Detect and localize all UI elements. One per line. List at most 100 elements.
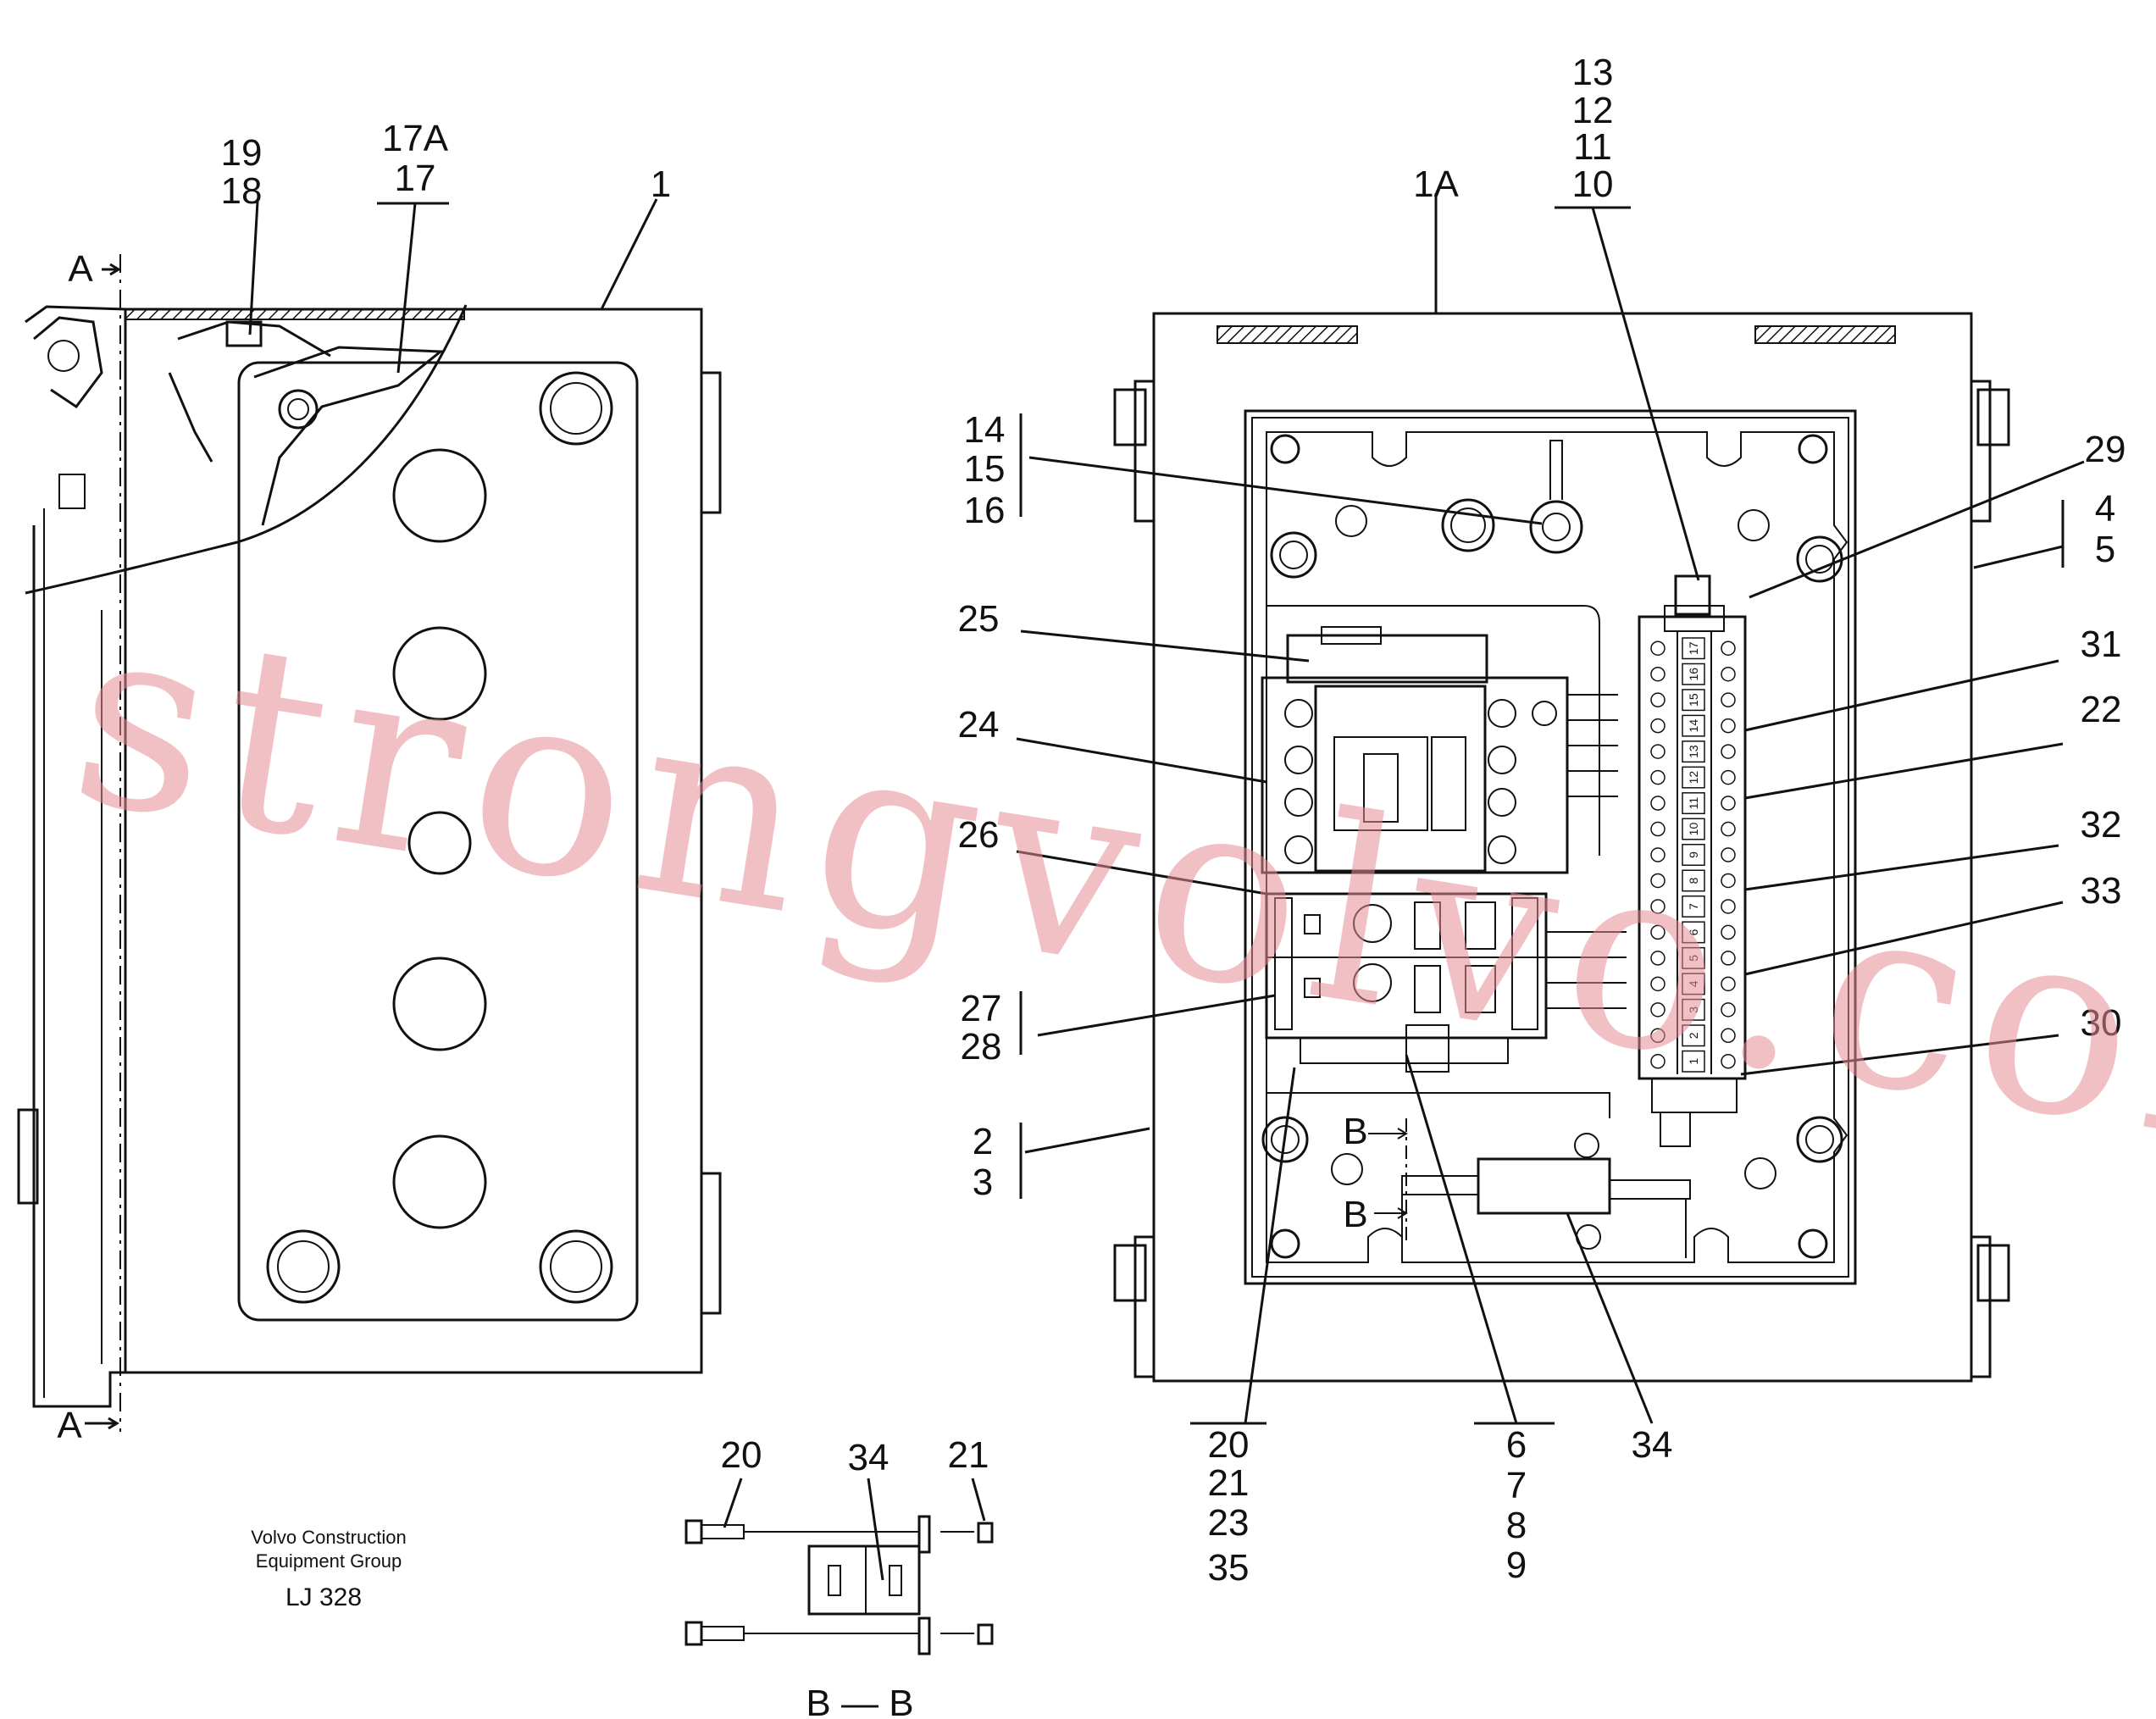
- detail-callout-20: 20: [721, 1434, 762, 1476]
- section-a-top: A: [68, 248, 93, 290]
- terminal-number: 4: [1687, 980, 1700, 987]
- terminal-block: [1638, 574, 1747, 1147]
- terminal-number: 17: [1687, 641, 1700, 655]
- callout-18: 18: [221, 170, 263, 212]
- terminal-cell: [1682, 818, 1705, 840]
- terminal-screw: [1650, 847, 1665, 862]
- terminal-number: 13: [1687, 745, 1700, 758]
- callout-35: 35: [1208, 1547, 1250, 1589]
- callout-28: 28: [961, 1026, 1002, 1067]
- terminal-number: 5: [1687, 955, 1700, 962]
- callout-2: 2: [973, 1121, 993, 1162]
- terminal-screw: [1721, 1028, 1736, 1044]
- callout-10: 10: [1572, 164, 1614, 205]
- callout-13: 13: [1572, 52, 1614, 93]
- terminal-cell: [1682, 1050, 1705, 1073]
- terminal-screw: [1721, 744, 1736, 759]
- callout-1: 1: [651, 164, 671, 205]
- terminal-screw: [1650, 899, 1665, 914]
- terminal-screw: [1721, 873, 1736, 889]
- callout-4: 4: [2095, 488, 2115, 530]
- terminal-cell: [1682, 844, 1705, 866]
- callout-21: 21: [1208, 1462, 1250, 1504]
- callout-22: 22: [2081, 689, 2122, 730]
- left-callouts: 19 18 17A 17 1 A A: [57, 118, 671, 1446]
- callout-26: 26: [958, 814, 1000, 856]
- section-a-bottom: A: [57, 1405, 82, 1446]
- caption-company-line2: Equipment Group: [256, 1550, 402, 1572]
- terminal-number: 11: [1687, 797, 1700, 810]
- contactor-screws-left: [1284, 699, 1313, 864]
- terminal-screw: [1721, 976, 1736, 992]
- terminal-cell: [1682, 637, 1705, 660]
- terminal-screw: [1650, 821, 1665, 837]
- callout-9: 9: [1506, 1544, 1527, 1586]
- terminal-cell: [1682, 792, 1705, 815]
- terminal-cell: [1682, 766, 1705, 789]
- terminal-screw: [1721, 1054, 1736, 1069]
- callout-11: 11: [1573, 126, 1612, 168]
- terminal-number: 10: [1687, 823, 1700, 836]
- callout-29: 29: [2085, 429, 2126, 470]
- terminal-cell: [1682, 998, 1705, 1021]
- terminal-cell: [1682, 869, 1705, 892]
- callout-8: 8: [1506, 1505, 1527, 1546]
- terminal-screw: [1721, 692, 1736, 707]
- terminal-cell: [1682, 973, 1705, 995]
- terminal-screw: [1650, 1054, 1665, 1069]
- terminal-screw: [1650, 718, 1665, 734]
- right-callouts: 13 12 11 10 1A 14 15 16 29 4 5 25 31 24 …: [958, 52, 2126, 1589]
- callout-5: 5: [2095, 529, 2115, 570]
- callout-17: 17: [395, 158, 436, 199]
- terminal-number: 7: [1687, 903, 1700, 910]
- section-b-top: B: [1343, 1111, 1367, 1152]
- detail-b-b-labels: 20 34 21 B — B: [721, 1434, 989, 1719]
- callout-7: 7: [1506, 1465, 1527, 1506]
- terminal-screw: [1650, 976, 1665, 992]
- terminal-screw: [1721, 821, 1736, 837]
- callout-20: 20: [1208, 1424, 1250, 1466]
- terminal-number: 8: [1687, 877, 1700, 884]
- callout-30: 30: [2081, 1002, 2122, 1044]
- terminal-screw: [1650, 769, 1665, 785]
- terminal-number: 15: [1687, 693, 1700, 707]
- terminal-screw: [1721, 899, 1736, 914]
- terminal-cell: [1682, 1024, 1705, 1047]
- terminal-screw: [1650, 796, 1665, 811]
- detail-title: B — B: [806, 1683, 913, 1719]
- detail-b-b: [684, 1478, 994, 1655]
- terminal-screw: [1650, 951, 1665, 966]
- caption: Volvo Construction Equipment Group LJ 32…: [251, 1527, 406, 1611]
- terminal-screw: [1650, 666, 1665, 682]
- terminal-screw: [1721, 640, 1736, 656]
- left-housing-view: [17, 198, 722, 1432]
- terminal-screw: [1721, 796, 1736, 811]
- terminal-cell: [1682, 740, 1705, 763]
- callout-31: 31: [2081, 624, 2122, 665]
- callout-23: 23: [1208, 1502, 1250, 1544]
- caption-company-line1: Volvo Construction: [251, 1527, 406, 1548]
- callout-32: 32: [2081, 804, 2122, 846]
- terminal-cell: [1682, 663, 1705, 685]
- callout-19: 19: [221, 132, 263, 174]
- watermark: strongvolvo.com: [57, 564, 2156, 1224]
- terminal-number: 1: [1687, 1058, 1700, 1065]
- callout-16: 16: [964, 490, 1006, 531]
- terminal-number: 3: [1687, 1006, 1700, 1013]
- caption-code: LJ 328: [285, 1583, 362, 1611]
- terminal-number: 16: [1687, 668, 1700, 681]
- terminal-number: 6: [1687, 929, 1700, 935]
- callout-27: 27: [961, 988, 1002, 1029]
- callout-14: 14: [964, 409, 1006, 451]
- callout-3: 3: [973, 1162, 993, 1203]
- callout-25: 25: [958, 598, 1000, 640]
- terminal-screw: [1650, 1002, 1665, 1018]
- detail-callout-21: 21: [948, 1434, 989, 1476]
- terminal-number: 12: [1687, 771, 1700, 785]
- callout-17a: 17A: [382, 118, 449, 159]
- terminal-screw: [1721, 847, 1736, 862]
- terminal-number: 9: [1687, 851, 1700, 858]
- terminal-screw: [1721, 718, 1736, 734]
